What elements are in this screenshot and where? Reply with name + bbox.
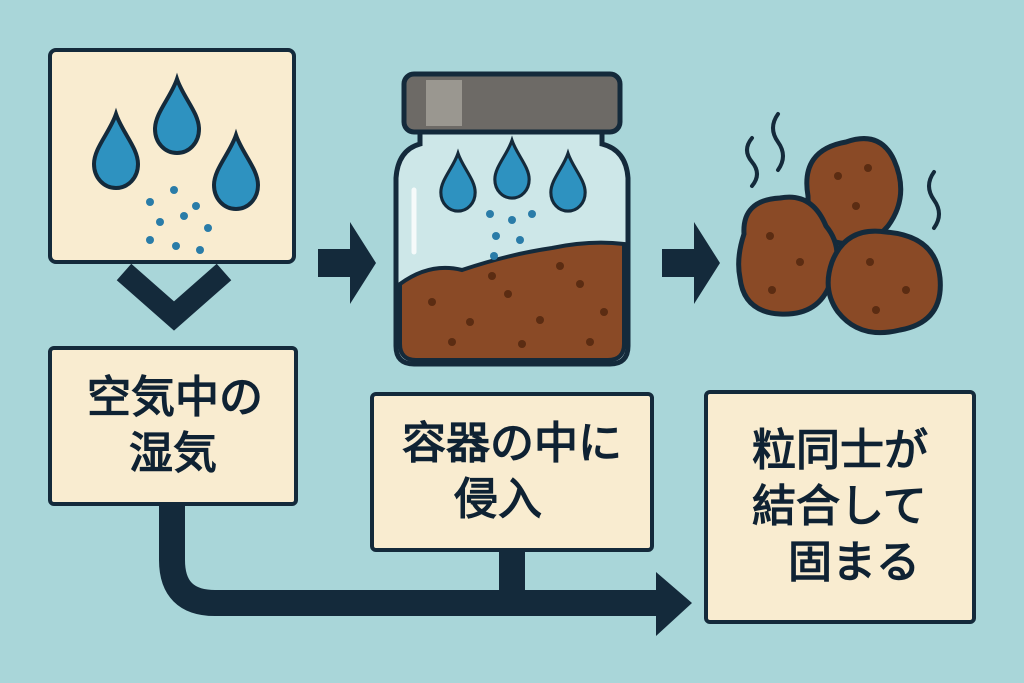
clumped-soil-icon <box>736 136 943 336</box>
solidify-label-line-3: 固まる <box>788 537 920 589</box>
solidify-label-line-1: 粒同士が <box>752 424 928 476</box>
chevron-down-icon <box>116 263 232 331</box>
intrusion-label-box: 容器の中に 侵入 <box>370 392 654 552</box>
humidity-label-box: 空気中の 湿気 <box>48 346 298 506</box>
intrusion-label-line-1: 容器の中に <box>402 417 622 469</box>
arrow-right-icon <box>662 222 720 304</box>
humidity-label-line-1: 空気中の <box>87 371 263 423</box>
moisture-dots <box>146 186 212 254</box>
intrusion-label-line-2: 侵入 <box>454 474 542 525</box>
jar-soil <box>398 240 626 362</box>
humidity-label-line-2: 湿気 <box>129 428 217 479</box>
steam-icon <box>745 112 941 230</box>
jar-icon <box>393 71 631 367</box>
connector-arrowhead <box>656 572 692 636</box>
flow-connector <box>159 505 660 616</box>
solidify-label-box: 粒同士が 結合して 固まる <box>704 390 976 624</box>
arrow-right-icon <box>318 222 376 304</box>
moisture-panel <box>48 48 296 264</box>
solidify-label-line-2: 結合して <box>752 480 927 532</box>
